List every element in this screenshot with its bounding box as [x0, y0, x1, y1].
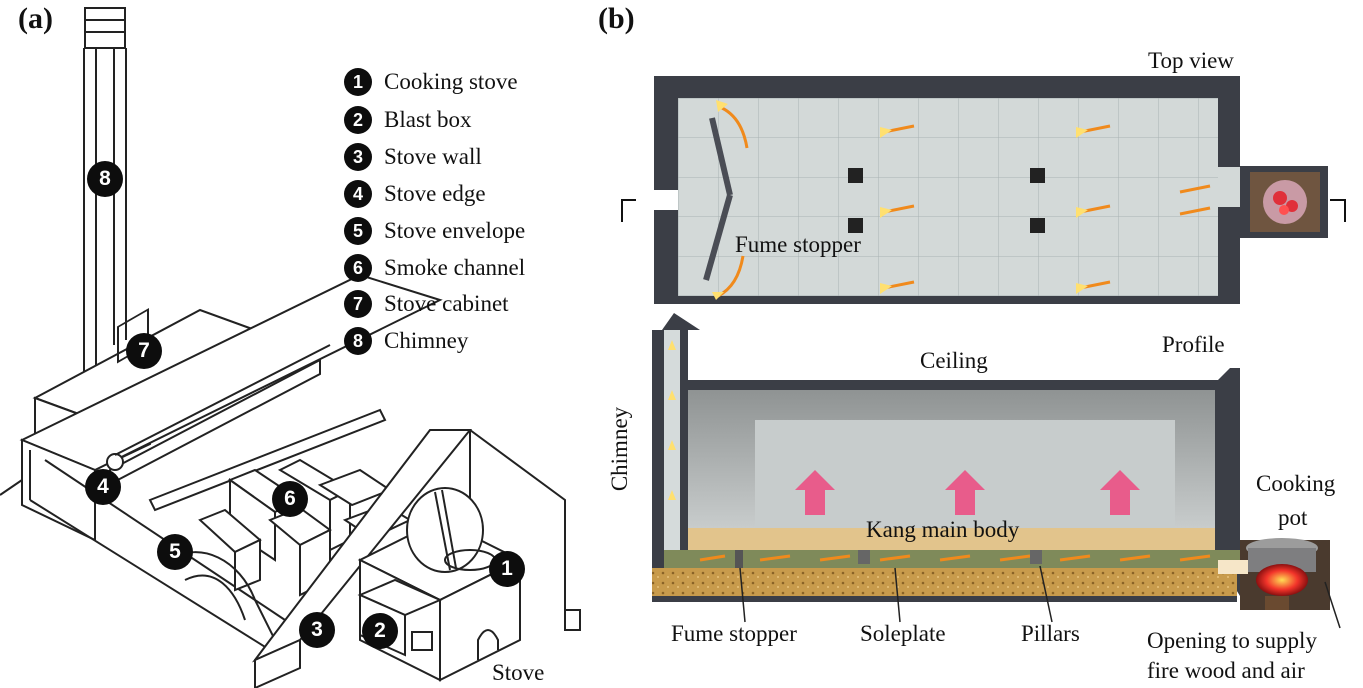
legend-text: Stove cabinet — [384, 291, 509, 316]
chimney-label: Chimney — [607, 406, 632, 492]
marker-5: 5 — [157, 534, 193, 570]
opening-label-2: fire wood and air — [1147, 658, 1305, 683]
opening-label-1: Opening to supply — [1147, 628, 1317, 653]
cooking-pot-label-1: Cooking — [1256, 471, 1336, 496]
legend-text: Blast box — [384, 107, 472, 132]
legend-badge: 1 — [344, 68, 372, 96]
ceiling-label: Ceiling — [920, 348, 988, 373]
profile-label: Profile — [1162, 332, 1225, 357]
legend-badge: 4 — [344, 180, 372, 208]
marker-8: 8 — [87, 161, 123, 197]
legend-badge: 5 — [344, 217, 372, 245]
marker-3: 3 — [299, 612, 335, 648]
marker-4: 4 — [85, 469, 121, 505]
legend-text: Cooking stove — [384, 69, 518, 94]
top-view-label: Top view — [1148, 48, 1234, 73]
fume-stopper-bottom-label: Fume stopper — [671, 621, 797, 646]
legend-text: Smoke channel — [384, 255, 526, 280]
marker-6: 6 — [272, 481, 308, 517]
fume-stopper-top-label: Fume stopper — [735, 232, 861, 257]
kang-main-body-label: Kang main body — [866, 517, 1020, 542]
legend-text: Stove wall — [384, 144, 482, 169]
legend-item: 3 Stove wall — [344, 142, 482, 172]
legend-item: 2 Blast box — [344, 105, 472, 135]
legend-item: 8 Chimney — [344, 326, 468, 356]
panel-b-label: (b) — [598, 2, 635, 35]
legend-badge: 7 — [344, 290, 372, 318]
legend-badge: 6 — [344, 254, 372, 282]
cooking-pot-label-2: pot — [1278, 505, 1308, 530]
marker-1: 1 — [489, 551, 525, 587]
legend-badge: 3 — [344, 143, 372, 171]
legend-text: Stove envelope — [384, 218, 526, 243]
legend-text: Stove edge — [384, 181, 486, 206]
soleplate-label: Soleplate — [860, 621, 946, 646]
legend-text: Chimney — [384, 328, 469, 353]
legend-item: 6 Smoke channel — [344, 253, 525, 283]
pillars-label: Pillars — [1021, 621, 1080, 646]
legend-item: 7 Stove cabinet — [344, 289, 509, 319]
legend-item: 5 Stove envelope — [344, 216, 525, 246]
legend-badge: 2 — [344, 106, 372, 134]
marker-2: 2 — [362, 613, 398, 649]
stove-caption: Stove — [492, 660, 545, 685]
panel-a-label: (a) — [18, 2, 53, 35]
legend-item: 4 Stove edge — [344, 179, 486, 209]
legend-badge: 8 — [344, 327, 372, 355]
marker-7: 7 — [126, 333, 162, 369]
legend-item: 1 Cooking stove — [344, 67, 518, 97]
